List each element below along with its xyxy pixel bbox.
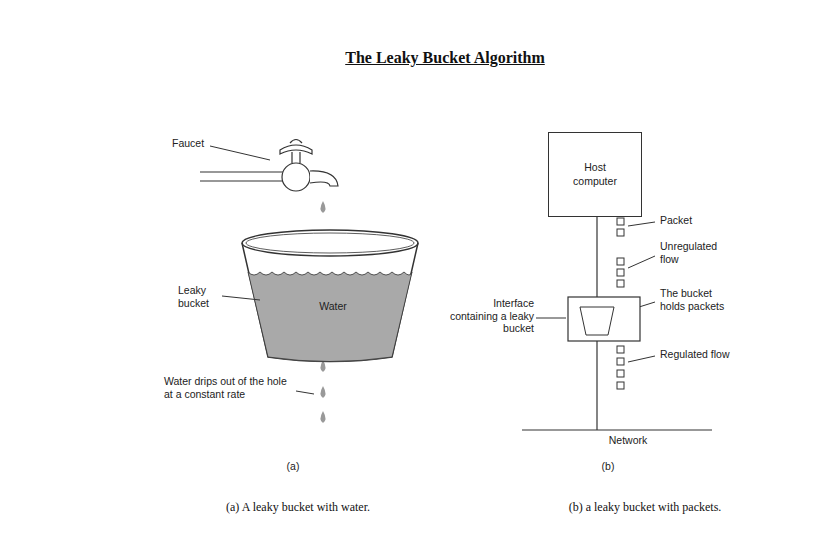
note: Water drips out of the hole at a constan… <box>164 375 296 400</box>
part-label: Interface containing a leaky bucket <box>444 297 534 335</box>
title: The Leaky Bucket Algorithm <box>245 48 645 67</box>
part-label: Water <box>303 300 363 313</box>
packet-symbol <box>617 346 624 353</box>
part-label: Network <box>593 434 663 447</box>
part-label: Unregulated flow <box>660 240 730 265</box>
packet-symbol <box>617 358 624 365</box>
caption: (b) a leaky bucket with packets. <box>525 500 765 514</box>
leaky-bucket <box>242 230 418 362</box>
packet-symbol <box>617 218 624 225</box>
packet-symbol <box>617 280 624 287</box>
packet-symbol <box>617 370 624 377</box>
figure-number: (b) <box>593 460 623 473</box>
host-box: Host computer <box>548 132 642 217</box>
packet-symbol <box>617 258 624 265</box>
faucet <box>200 140 338 192</box>
node-label: Host computer <box>565 161 625 187</box>
part-label: Regulated flow <box>660 348 730 361</box>
figure-number: (a) <box>278 460 308 473</box>
part-label: Packet <box>660 214 720 227</box>
part-label: Faucet <box>172 137 232 150</box>
packet-symbol <box>617 382 624 389</box>
leader-lines <box>210 146 655 394</box>
packets <box>617 218 624 389</box>
part-label: Leaky bucket <box>178 284 228 309</box>
part-label: The bucket holds packets <box>660 287 730 312</box>
caption: (a) A leaky bucket with water. <box>178 500 418 514</box>
packet-symbol <box>617 229 624 236</box>
packet-symbol <box>617 269 624 276</box>
